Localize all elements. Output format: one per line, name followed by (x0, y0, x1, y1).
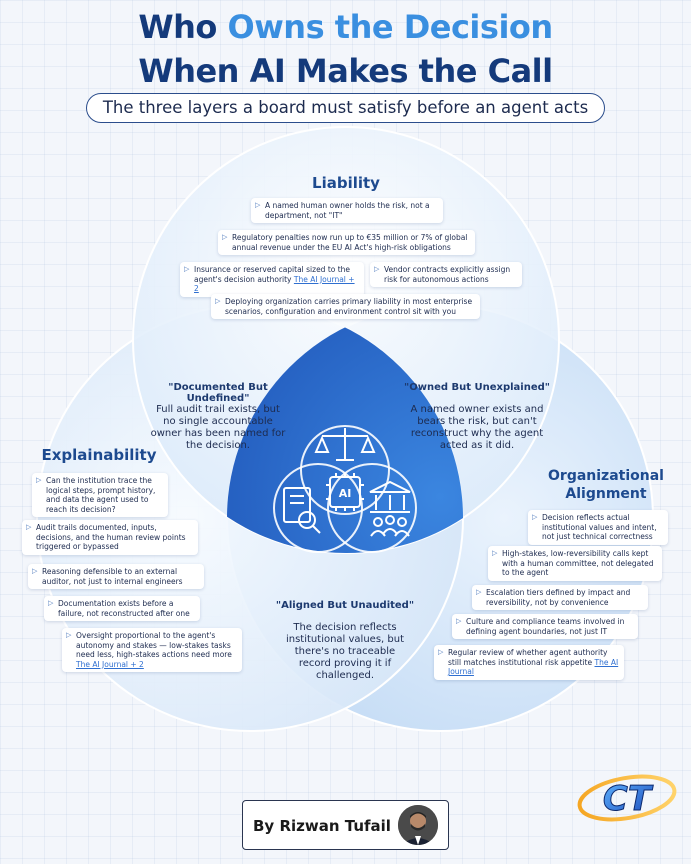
title-highlight: Owns the Decision (227, 8, 554, 46)
author-name: By Rizwan Tufail (253, 817, 391, 835)
triangle-bullet-icon: ▷ (32, 567, 38, 575)
triangle-bullet-icon: ▷ (374, 265, 380, 273)
center-icon-ring-left (273, 463, 363, 553)
triangle-bullet-icon: ▷ (222, 233, 228, 241)
triangle-bullet-icon: ▷ (66, 631, 72, 639)
alignment-item-1: ▷Decision reflects actual institutional … (528, 510, 668, 545)
liability-item-1: ▷A named human owner holds the risk, not… (251, 198, 443, 223)
center-icon-ring-top (300, 425, 390, 515)
explainability-item-4: ▷Documentation exists before a failure, … (44, 596, 200, 621)
source-link[interactable]: The AI Journal + 2 (194, 274, 355, 294)
subtitle: The three layers a board must satisfy be… (86, 93, 605, 123)
triangle-bullet-icon: ▷ (492, 549, 498, 557)
explainability-title: Explainability (41, 446, 157, 464)
triangle-bullet-icon: ▷ (476, 588, 482, 596)
triangle-bullet-icon: ▷ (532, 513, 538, 521)
liability-item-4: ▷Vendor contracts explicitly assign risk… (370, 262, 522, 287)
triangle-bullet-icon: ▷ (36, 476, 42, 484)
alignment-item-3: ▷Escalation tiers defined by impact and … (472, 585, 648, 610)
liability-item-2: ▷Regulatory penalties now run up to €35 … (218, 230, 475, 255)
triangle-bullet-icon: ▷ (255, 201, 261, 209)
title-pre: Who (138, 8, 228, 46)
alignment-item-4: ▷Culture and compliance teams involved i… (452, 614, 638, 639)
triangle-bullet-icon: ▷ (26, 523, 32, 531)
liability-title: Liability (312, 174, 380, 192)
venn-center-region (227, 305, 463, 553)
source-link[interactable]: The AI Journal + 2 (76, 659, 144, 669)
explainability-item-3: ▷Reasoning defensible to an external aud… (28, 564, 204, 589)
alignment-item-2: ▷High-stakes, low-reversibility calls ke… (488, 546, 662, 581)
explainability-item-5: ▷Oversight proportional to the agent's a… (62, 628, 242, 672)
ct-logo: CT (577, 774, 677, 822)
explainability-item-1: ▷Can the institution trace the logical s… (32, 473, 168, 517)
triangle-bullet-icon: ▷ (456, 617, 462, 625)
center-ai-label: AI (339, 487, 352, 500)
institution-team-icon (369, 480, 411, 537)
liability-item-5: ▷Deploying organization carries primary … (211, 294, 480, 319)
source-link[interactable]: The AI Journal (448, 657, 619, 677)
title-line-2: When AI Makes the Call (138, 52, 553, 90)
svg-text:CT: CT (603, 779, 654, 819)
document-search-icon (283, 487, 321, 534)
overlap-documented-desc: Full audit trail exists, but no single a… (150, 404, 286, 451)
triangle-bullet-icon: ▷ (48, 599, 54, 607)
center-icon (273, 425, 417, 553)
alignment-item-5: ▷Regular review of whether agent authori… (434, 645, 624, 680)
explainability-item-2: ▷Audit trails documented, inputs, decisi… (22, 520, 198, 555)
avatar (398, 805, 438, 845)
triangle-bullet-icon: ▷ (215, 297, 221, 305)
ai-chip-icon (326, 473, 364, 511)
scales-icon (314, 428, 376, 461)
triangle-bullet-icon: ▷ (184, 265, 190, 273)
overlap-aligned-title: "Aligned But Unaudited" (275, 600, 415, 611)
overlap-owned-title: "Owned But Unexplained" (404, 382, 550, 393)
liability-item-3: ▷Insurance or reserved capital sized to … (180, 262, 364, 297)
center-icon-ring-right (327, 463, 417, 553)
overlap-documented-title: "Documented But Undefined" (168, 382, 268, 404)
overlap-owned-desc: A named owner exists and bears the risk,… (410, 404, 544, 451)
author-badge: By Rizwan Tufail (242, 800, 449, 850)
title-line-1: Who Owns the Decision (0, 8, 691, 46)
triangle-bullet-icon: ▷ (438, 648, 444, 656)
overlap-aligned-desc: The decision reflects institutional valu… (285, 622, 404, 681)
